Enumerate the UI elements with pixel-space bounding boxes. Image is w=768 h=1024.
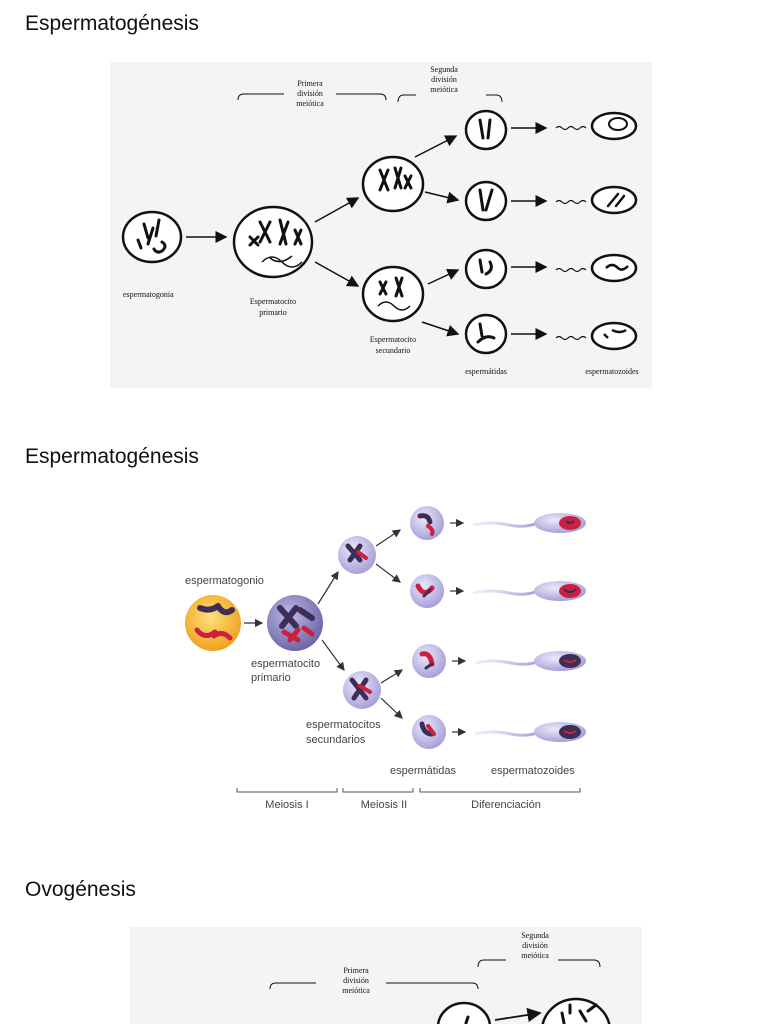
label-espermatozoides-color: espermatozoides (491, 765, 575, 777)
espermatogenesis-diagram-bw: Primera división meiótica Segunda divisi… (121, 65, 639, 376)
espermatozoide-3 (555, 253, 638, 283)
ovogenesis-diagram: Primera división meiótica Segunda divisi… (269, 931, 611, 1024)
label-espermatocito-primario-2: primario (259, 308, 287, 317)
brace-primera-division (237, 93, 387, 101)
label-espermatocitos-secundarios-2: secundarios (306, 734, 366, 746)
label-primera-ovo-3: meiótica (342, 986, 370, 995)
section-title-ovogenesis: Ovogénesis (25, 878, 136, 901)
label-espermatocito-primario-color-1: espermatocito (251, 658, 320, 670)
label-segunda-ovo-2: división (522, 941, 548, 950)
cell-espermatocito-secundario-color-top (338, 536, 376, 574)
label-meiosis-2: Meiosis II (361, 799, 407, 811)
label-primera-3: meiótica (296, 99, 324, 108)
cell-espermatocito-secundario-color-bottom (343, 671, 381, 709)
cell-espermatogonio (185, 595, 241, 651)
espermatozoide-color-2 (472, 581, 586, 601)
label-espermatocito-primario-1: Espermatocito (250, 297, 296, 306)
cell-espermatocito-secundario-top (361, 155, 425, 213)
espermatozoide-1 (555, 111, 638, 141)
cell-espermatocito-secundario-bottom (361, 265, 425, 323)
cell-espermatida-color-1 (410, 506, 444, 540)
cell-espermatida-2 (464, 180, 508, 222)
label-espermatidas-color: espermátidas (390, 765, 457, 777)
espermatozoide-2 (555, 185, 638, 215)
cell-espermatida-1 (464, 109, 508, 151)
section-title-espermatogenesis-1: Espermatogénesis (25, 12, 199, 35)
label-primera-ovo-2: división (343, 976, 369, 985)
label-espermatozoides: espermatozoides (585, 367, 638, 376)
label-espermatidas: espermátidas (465, 367, 507, 376)
label-primera-ovo-1: Primera (343, 966, 369, 975)
label-espermatocito-primario-color-2: primario (251, 672, 291, 684)
label-segunda-2: división (431, 75, 457, 84)
label-primera-1: Primera (297, 79, 323, 88)
espermatozoide-color-3 (474, 651, 586, 671)
label-diferenciacion: Diferenciación (471, 799, 541, 811)
label-segunda-3: meiótica (430, 85, 458, 94)
label-segunda-1: Segunda (430, 65, 458, 74)
section-title-espermatogenesis-2: Espermatogénesis (25, 445, 199, 468)
bracket-meiosis-2 (342, 788, 414, 793)
label-espermatogonia: espermatogonia (123, 290, 174, 299)
cell-espermatogonia (121, 210, 183, 264)
cell-ovotida-partial (541, 997, 611, 1024)
brace-segunda-division (397, 94, 503, 103)
label-espermatocito-secundario-2: secundario (376, 346, 411, 355)
espermatozoide-4 (555, 321, 638, 351)
espermatozoide-color-1 (472, 513, 586, 533)
label-espermatocitos-secundarios-1: espermatocitos (306, 719, 381, 731)
brace-primera-division-ovo (269, 982, 479, 990)
cell-espermatocito-primario (232, 205, 314, 279)
cell-espermatida-color-3 (412, 644, 446, 678)
brace-segunda-division-ovo (477, 959, 601, 968)
bracket-meiosis-1 (236, 788, 338, 793)
diagram-panel-3: Primera división meiótica Segunda divisi… (130, 927, 642, 1024)
label-espermatocito-secundario-1: Espermatocito (370, 335, 416, 344)
cell-espermatida-4 (464, 313, 508, 355)
label-meiosis-1: Meiosis I (265, 799, 308, 811)
espermatozoide-color-4 (474, 722, 586, 742)
label-segunda-ovo-1: Segunda (521, 931, 549, 940)
label-primera-2: división (297, 89, 323, 98)
label-segunda-ovo-3: meiótica (521, 951, 549, 960)
cell-espermatida-color-4 (412, 715, 446, 749)
bracket-diferenciacion (419, 788, 581, 793)
cell-ovocito-secundario-partial (436, 1001, 492, 1024)
label-espermatogonio: espermatogonio (185, 575, 264, 587)
cell-espermatocito-primario-color (267, 595, 323, 651)
cell-espermatida-color-2 (410, 574, 444, 608)
diagram-panel-1: Primera división meiótica Segunda divisi… (110, 62, 652, 388)
cell-espermatida-3 (464, 248, 508, 290)
